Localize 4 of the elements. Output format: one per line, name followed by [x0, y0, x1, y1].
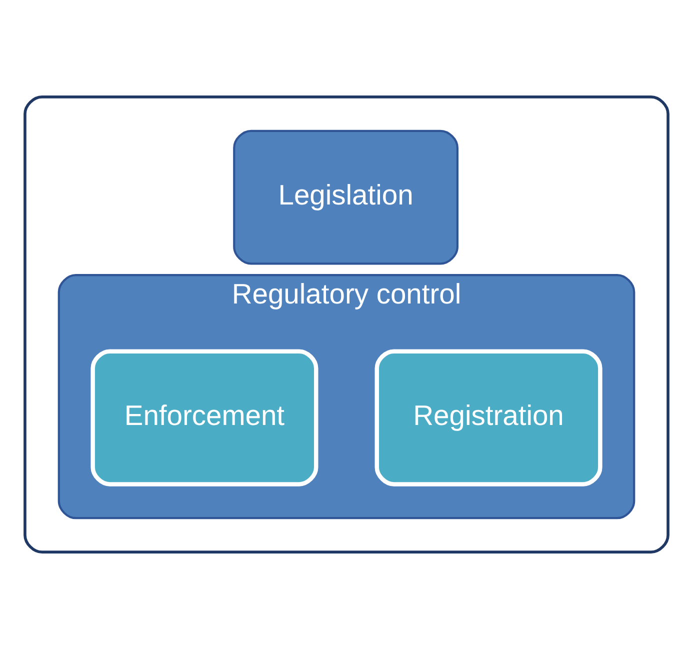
node-box: Registration: [374, 348, 602, 486]
node-box: Enforcement: [90, 348, 318, 486]
cluster: [24, 95, 670, 553]
node-box: Legislation: [233, 129, 458, 264]
